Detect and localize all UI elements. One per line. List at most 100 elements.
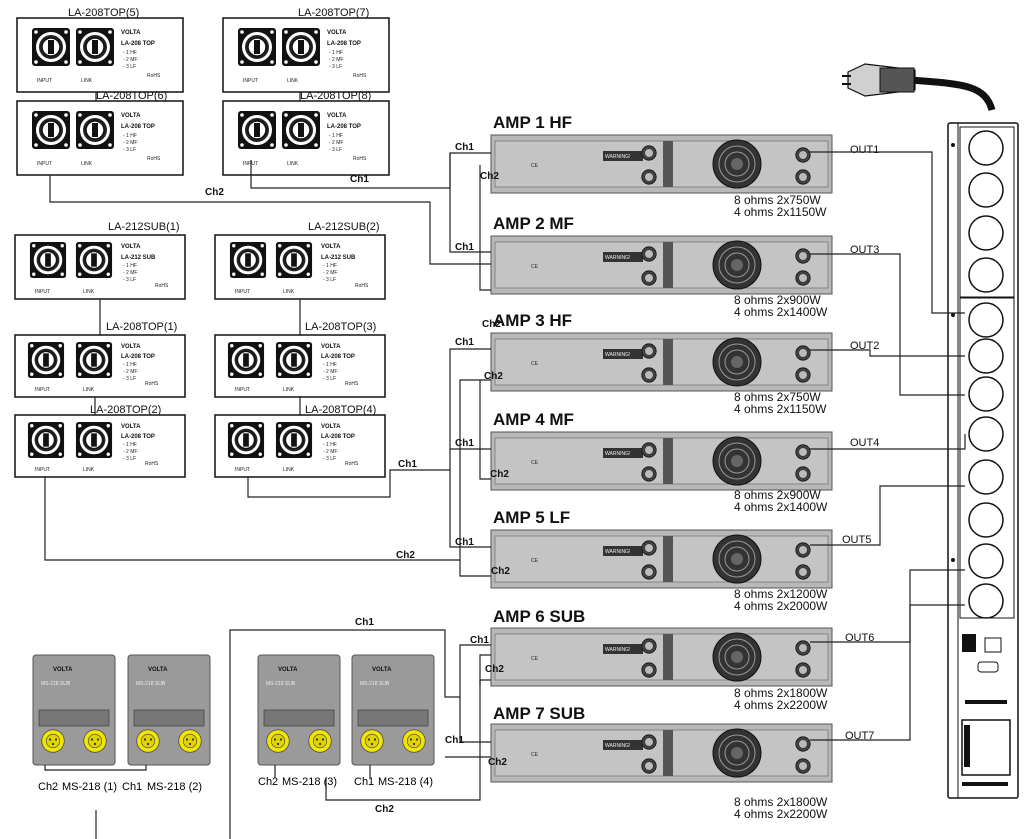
link-label: LINK (81, 161, 93, 167)
amplifier-1-hf: CE WARNING! (490, 134, 833, 194)
sub-ch-label: Ch2 (258, 776, 278, 788)
link-label: LINK (83, 467, 95, 473)
panel-spec-line: - 3 LF (123, 277, 136, 283)
subwoofer-ms218-3: VOLTA MS-218 SUB (257, 654, 341, 766)
amp-spec: 8 ohms 2x750W (734, 390, 821, 404)
panel-model: LA-208 TOP (121, 124, 155, 130)
panel-spec-line: - 2 MF (329, 140, 343, 146)
ch2-label: Ch2 (488, 757, 507, 768)
amp-spec: 8 ohms 2x1800W (734, 686, 828, 700)
input-label: INPUT (37, 78, 52, 84)
panel-spec-line: - 3 LF (323, 376, 336, 382)
panel-spec-line: - 1 HF (329, 133, 343, 139)
warning-label: WARNING! (605, 154, 630, 160)
amp-spec: 8 ohms 2x750W (734, 193, 821, 207)
sub-label: MS-218 (3) (282, 776, 337, 788)
panel-spec-line: - 2 MF (123, 57, 137, 63)
panel-spec-line: - 2 MF (329, 57, 343, 63)
panel-model: LA-212 SUB (321, 255, 356, 261)
ce-mark: CE (531, 163, 539, 169)
panel-spec-line: - 1 HF (323, 263, 337, 269)
amplifier-5-lf: CE WARNING! (490, 529, 833, 589)
brand-logo: VOLTA (372, 667, 392, 673)
panel-model: LA-208 TOP (327, 41, 361, 47)
panel-spec-line: - 2 MF (123, 140, 137, 146)
link-label: LINK (287, 78, 299, 84)
panel-spec-line: - 3 LF (123, 64, 136, 70)
speaker-label: LA-208TOP(2) (90, 404, 161, 416)
speaker-panel-la208top-4: VOLTA LA-208 TOP - 1 HF - 2 MF - 3 LF Ro… (214, 414, 386, 478)
warning-label: WARNING! (605, 549, 630, 555)
speaker-label: LA-212SUB(2) (308, 221, 380, 233)
speaker-panel-la208top-3: VOLTA LA-208 TOP - 1 HF - 2 MF - 3 LF Ro… (214, 334, 386, 398)
panel-spec-line: - 1 HF (123, 50, 137, 56)
sub-model: MS-218 SUB (360, 681, 390, 687)
sub-label: MS-218 (4) (378, 776, 433, 788)
sub-model: MS-218 SUB (266, 681, 296, 687)
panel-spec-line: - 3 LF (329, 64, 342, 70)
panel-spec-line: - 1 HF (123, 442, 137, 448)
link-label: LINK (83, 289, 95, 295)
panel-spec-line: - 3 LF (323, 277, 336, 283)
ch1-label: Ch1 (470, 635, 489, 646)
brand-logo: VOLTA (321, 424, 341, 430)
speaker-panel-la208top-8: VOLTA LA-208 TOP - 1 HF - 2 MF - 3 LF Ro… (222, 100, 390, 176)
speaker-panel-la208top-7: VOLTA LA-208 TOP - 1 HF - 2 MF - 3 LF Ro… (222, 17, 390, 93)
amp-spec: 4 ohms 2x1150W (734, 402, 827, 416)
ce-mark: CE (531, 264, 539, 270)
brand-logo: VOLTA (121, 344, 141, 350)
panel-spec-line: - 1 HF (123, 362, 137, 368)
amp-title: AMP 3 HF (493, 311, 572, 330)
input-label: INPUT (37, 161, 52, 167)
brand-logo: VOLTA (121, 30, 141, 36)
amp-spec: 8 ohms 2x900W (734, 488, 821, 502)
input-label: INPUT (235, 387, 250, 393)
rohs-mark: RoHS (355, 283, 369, 289)
amp-title: AMP 2 MF (493, 214, 574, 233)
out-label: OUT2 (850, 340, 879, 352)
channel-labels: Ch1 Ch2 Ch2 Ch1 Ch1 Ch2 Ch1 Ch2 Ch1 Ch2 … (205, 142, 510, 815)
ce-mark: CE (531, 656, 539, 662)
xlr-cable-plug-icon (842, 63, 996, 112)
panel-spec-line: - 3 LF (123, 456, 136, 462)
rohs-mark: RoHS (147, 156, 161, 162)
panel-spec-line: - 3 LF (323, 456, 336, 462)
amp-spec: 8 ohms 2x900W (734, 293, 821, 307)
speaker-label: LA-208TOP(6) (96, 90, 167, 102)
rohs-mark: RoHS (345, 461, 359, 467)
brand-logo: VOLTA (53, 667, 73, 673)
link-label: LINK (283, 387, 295, 393)
ch1-label: Ch1 (350, 174, 369, 185)
rohs-mark: RoHS (145, 381, 159, 387)
panel-spec-line: - 1 HF (329, 50, 343, 56)
panel-spec-line: - 2 MF (123, 270, 137, 276)
subwoofer-ms218-1: VOLTA MS-218 SUB (32, 654, 116, 766)
sub-label: MS-218 (2) (147, 781, 202, 793)
amp-title: AMP 7 SUB (493, 704, 585, 723)
speaker-label: LA-212SUB(1) (108, 221, 180, 233)
ch1-label: Ch1 (455, 537, 474, 548)
ch1-label: Ch1 (355, 617, 374, 628)
panel-model: LA-208 TOP (321, 354, 355, 360)
speaker-panel-la208top-5: VOLTA LA-208 TOP - 1 HF - 2 MF - 3 LF Ro… (16, 17, 184, 93)
sub-ch-label: Ch1 (122, 781, 142, 793)
speaker-label: LA-208TOP(5) (68, 7, 139, 19)
brand-logo: VOLTA (327, 30, 347, 36)
brand-logo: VOLTA (327, 113, 347, 119)
panel-model: LA-212 SUB (121, 255, 156, 261)
warning-label: WARNING! (605, 647, 630, 653)
sub-label: MS-218 (1) (62, 781, 117, 793)
out-label: OUT5 (842, 534, 871, 546)
sub-model: MS-218 SUB (136, 681, 166, 687)
panel-model: LA-208 TOP (121, 434, 155, 440)
input-label: INPUT (35, 467, 50, 473)
input-label: INPUT (235, 289, 250, 295)
ch1-label: Ch1 (445, 735, 464, 746)
amp-title: AMP 5 LF (493, 508, 570, 527)
panel-spec-line: - 2 MF (323, 449, 337, 455)
input-label: INPUT (235, 467, 250, 473)
brand-logo: VOLTA (321, 244, 341, 250)
ch2-label: Ch2 (396, 550, 415, 561)
panel-model: LA-208 TOP (321, 434, 355, 440)
ch2-label: Ch2 (482, 319, 501, 330)
